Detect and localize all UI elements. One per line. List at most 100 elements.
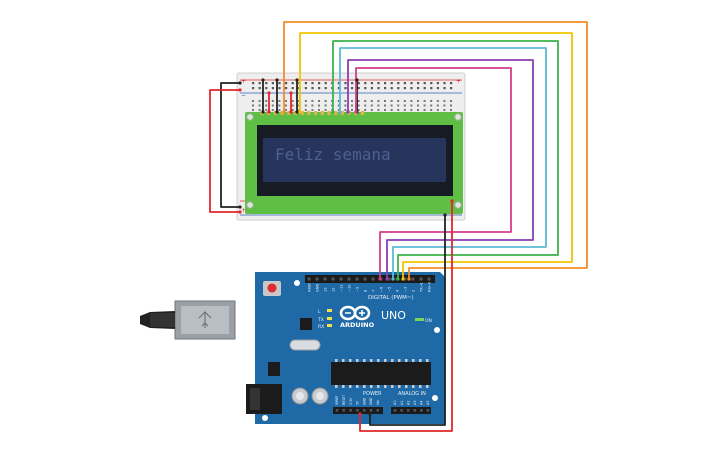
- wire-left-black[interactable]: [220, 82, 240, 208]
- chip-pin: [412, 359, 415, 362]
- chip-pin: [370, 359, 373, 362]
- power-pin-label: RESET: [342, 395, 346, 405]
- rail-hole: [450, 82, 453, 85]
- rail-hole: [436, 82, 439, 85]
- dc-jack-icon: [246, 384, 282, 414]
- terminal-hole: [271, 109, 274, 111]
- usb-chip: [300, 318, 312, 330]
- rail-hole: [430, 82, 433, 85]
- lcd-mount-hole-bl: [246, 201, 254, 209]
- rail-hole: [337, 87, 340, 90]
- terminal-hole: [285, 100, 287, 102]
- terminal-hole: [384, 104, 386, 107]
- wire-purple[interactable]: [347, 59, 534, 279]
- wire-orange[interactable]: [283, 21, 588, 279]
- wire-endpoint: [295, 78, 299, 82]
- analog-label: ANALOG IN: [398, 391, 426, 397]
- digital-header-hole: [355, 277, 359, 281]
- on-led: [415, 318, 424, 321]
- terminal-hole: [384, 109, 386, 111]
- digital-pin-label: 7: [371, 290, 375, 292]
- digital-header-hole: [339, 277, 343, 281]
- microcontroller-chip: [331, 362, 431, 385]
- chip-pin: [363, 385, 366, 388]
- terminal-hole: [337, 109, 340, 111]
- lcd-screen: [263, 138, 446, 182]
- terminal-hole: [430, 100, 433, 102]
- wires: [209, 21, 588, 432]
- digital-pin-label: 2: [411, 290, 415, 292]
- wire-left-red[interactable]: [209, 89, 240, 213]
- terminal-hole: [410, 100, 413, 102]
- terminal-hole: [265, 104, 268, 107]
- wire-endpoint: [358, 412, 362, 416]
- wire-endpoint: [289, 110, 293, 114]
- chip-pin: [349, 385, 352, 388]
- wire-endpoint: [385, 277, 389, 281]
- chip-pin: [426, 385, 429, 388]
- wire-endpoint: [267, 110, 271, 114]
- lcd-pin: [320, 111, 324, 115]
- board-mount-hole-1: [294, 280, 300, 286]
- terminal-hole: [370, 104, 373, 107]
- terminal-hole: [344, 100, 347, 102]
- rail-hole: [344, 82, 347, 85]
- wire-endpoint: [346, 110, 350, 114]
- terminal-hole: [304, 109, 307, 111]
- wire-endpoint: [289, 91, 293, 95]
- wire-green[interactable]: [332, 40, 559, 279]
- wire-right-red[interactable]: [359, 201, 453, 432]
- analog-pin-label: A0: [393, 401, 397, 405]
- terminal-hole: [324, 100, 327, 102]
- terminal-hole: [450, 104, 452, 107]
- rail-hole: [337, 82, 340, 85]
- wire-magenta[interactable]: [355, 67, 512, 279]
- terminal-hole: [278, 104, 281, 107]
- terminal-hole: [417, 104, 419, 107]
- terminal-hole: [278, 109, 281, 111]
- wire-endpoint: [282, 110, 286, 114]
- terminal-hole: [403, 109, 406, 111]
- terminal-hole: [271, 104, 274, 107]
- power-header-hole: [369, 409, 373, 412]
- terminal-hole: [430, 109, 433, 111]
- reset-button-cap[interactable]: [267, 283, 277, 293]
- analog-header-hole: [406, 409, 410, 412]
- tx-led-label: TX: [317, 317, 324, 323]
- digital-pin-label: 4: [395, 289, 399, 292]
- chip-pin: [384, 359, 387, 362]
- lcd-mount-hole-br: [454, 201, 462, 209]
- terminal-hole: [443, 104, 446, 107]
- terminal-hole: [278, 100, 281, 102]
- rail-plus-label-top: +: [241, 78, 246, 85]
- wire-endpoint: [338, 110, 342, 114]
- rail-hole: [436, 87, 439, 90]
- wire-endpoint: [378, 277, 382, 281]
- wire-yellow[interactable]: [299, 32, 573, 279]
- analog-pin-label: A2: [406, 401, 410, 405]
- rx-led-label: RX: [318, 324, 324, 330]
- wire-endpoint: [401, 277, 405, 281]
- analog-header-hole: [413, 409, 417, 412]
- power-header-hole: [349, 409, 352, 412]
- wire-endpoint: [407, 277, 411, 281]
- digital-header-hole: [347, 277, 351, 281]
- chip-pin: [377, 359, 380, 362]
- chip-pin: [356, 359, 359, 362]
- terminal-hole: [384, 100, 386, 102]
- digital-header-hole: [427, 277, 431, 281]
- wire-endpoint: [238, 81, 242, 85]
- digital-pin-label: ~5: [387, 287, 391, 292]
- chip-pin: [391, 359, 394, 362]
- wire-endpoint: [275, 110, 279, 114]
- terminal-hole: [324, 104, 327, 107]
- chip-pin: [335, 359, 338, 362]
- terminal-hole: [450, 100, 452, 102]
- rail-hole: [291, 87, 294, 90]
- wire-cyan[interactable]: [339, 47, 547, 279]
- terminal-hole: [403, 100, 406, 102]
- wire-right-black[interactable]: [369, 215, 446, 426]
- rail-hole: [318, 82, 321, 85]
